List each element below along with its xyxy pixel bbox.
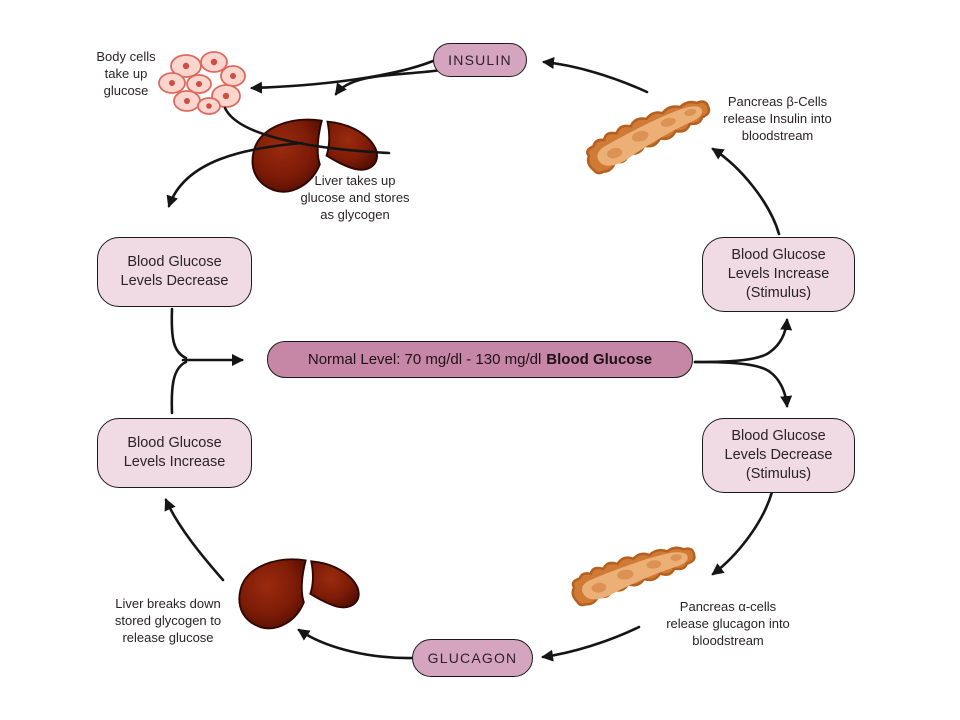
pancreas-bottom-illustration (567, 544, 700, 608)
normal-level-bold-text: Blood Glucose (546, 351, 653, 368)
pancreas-top-illustration (578, 96, 719, 177)
levels-decrease-stimulus-label: Blood Glucose Levels Decrease (Stimulus) (724, 428, 833, 482)
node-glucagon: GLUCAGON (412, 639, 533, 677)
node-blood-glucose-levels-increase: Blood Glucose Levels Increase (97, 418, 252, 488)
levels-increase-stimulus-label: Blood Glucose Levels Increase (Stimulus) (727, 247, 830, 301)
node-normal-level: Normal Level: 70 mg/dl - 130 mg/dl Blood… (267, 341, 693, 378)
body-cells-label: Body cells take up glucose (96, 49, 156, 98)
liver-bottom-illustration (238, 558, 360, 630)
node-insulin: INSULIN (433, 43, 527, 77)
flow-arrows (164, 57, 793, 662)
pancreas-beta-label: Pancreas β-Cells release Insulin into bl… (723, 94, 832, 143)
liver-top-label: Liver takes up glucose and stores as gly… (300, 173, 410, 222)
body-cells-illustration (158, 51, 246, 115)
levels-decrease-label: Blood Glucose Levels Decrease (120, 254, 229, 289)
normal-level-text: Normal Level: 70 mg/dl - 130 mg/dl (307, 351, 542, 368)
levels-increase-label: Blood Glucose Levels Increase (123, 435, 226, 470)
node-blood-glucose-levels-decrease: Blood Glucose Levels Decrease (97, 237, 252, 307)
glucagon-label: GLUCAGON (427, 650, 518, 666)
node-blood-glucose-levels-decrease-stimulus: Blood Glucose Levels Decrease (Stimulus) (702, 418, 855, 493)
liver-bottom-label: Liver breaks down stored glycogen to rel… (114, 596, 222, 645)
insulin-label: INSULIN (448, 52, 512, 68)
pancreas-alpha-label: Pancreas α-cells release glucagon into b… (666, 599, 790, 648)
node-blood-glucose-levels-increase-stimulus: Blood Glucose Levels Increase (Stimulus) (702, 237, 855, 312)
